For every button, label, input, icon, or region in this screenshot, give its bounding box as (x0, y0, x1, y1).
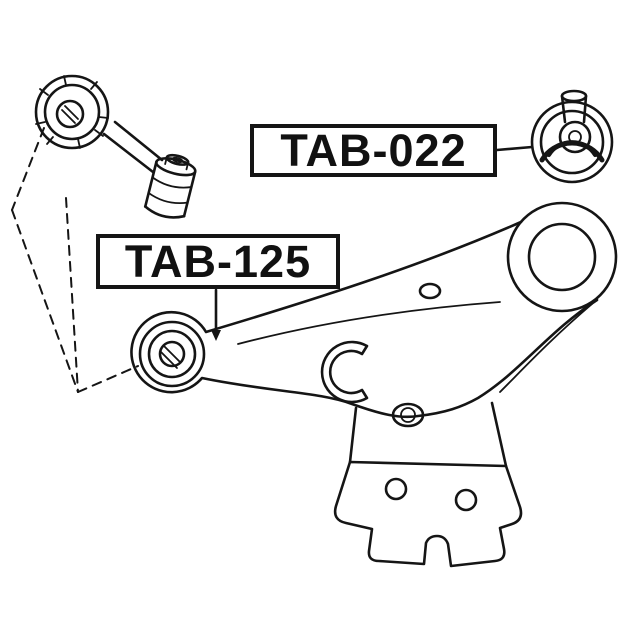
spring-clamp (320, 340, 369, 404)
bushing-tab022-icon (495, 89, 614, 184)
mid-bracket (391, 402, 425, 428)
arm-hole (418, 282, 442, 300)
ball-joint-boss (506, 201, 618, 313)
arm-bushing-tab125 (138, 320, 206, 388)
link-rod (102, 132, 155, 174)
arm-outline (130, 220, 599, 419)
control-arm-icon (130, 201, 618, 568)
stabilizer-link-icon (34, 74, 197, 219)
tab125-arrowhead (211, 330, 221, 341)
part-label-tab-022: TAB-022 (250, 124, 497, 177)
tab022-leader-line (495, 145, 534, 152)
part-label-tab-125: TAB-125 (96, 234, 340, 289)
dashed-leader-lines (11, 127, 139, 393)
bushing-ribs (35, 75, 109, 149)
link-end-bushing (143, 153, 197, 219)
bottom-bracket-plate (333, 460, 523, 568)
tab125-leader (211, 288, 221, 341)
